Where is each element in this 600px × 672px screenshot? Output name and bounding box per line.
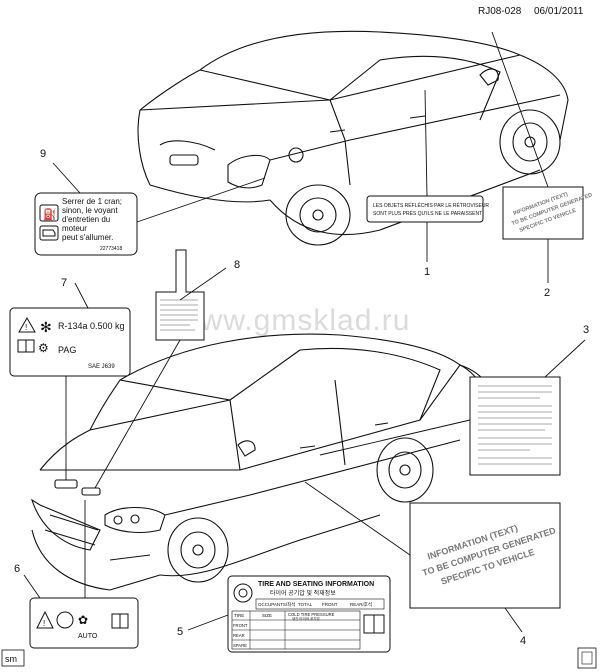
label-5-row-front: FRONT: [233, 623, 248, 628]
label-9-line-4: moteur: [62, 224, 87, 233]
warning-triangle-icon: [36, 610, 54, 629]
label-9-line-2: sinon, le voyant: [62, 206, 118, 215]
car-icon: ⚙: [38, 341, 49, 355]
label-5-title: TIRE AND SEATING INFORMATION: [258, 581, 374, 588]
callout-7: 7: [61, 277, 67, 289]
leader-lines: [23, 31, 586, 633]
label-7-std: SAE J639: [88, 364, 115, 370]
engine-icon: [56, 611, 74, 629]
label-9-line-3: d'entretien du: [62, 215, 110, 224]
label-9-part-number: 22773418: [100, 246, 122, 252]
label-5-cold: COLD TIRE PRESSURE: [288, 612, 335, 617]
label-5-front: FRONT: [322, 602, 338, 607]
watermark: www.gmsklad.ru: [177, 304, 410, 337]
callout-8: 8: [234, 259, 240, 271]
ref-date: 06/01/2011: [534, 6, 584, 17]
label-5-subtitle: 타이어 공기압 및 적재정보: [270, 589, 336, 597]
warning-triangle-icon: [18, 316, 36, 333]
rear-car-illustration: [137, 30, 569, 246]
callout-2: 2: [544, 287, 550, 299]
callout-3: 3: [583, 324, 589, 336]
callout-9: 9: [40, 148, 46, 160]
fan-icon: ✿: [78, 613, 88, 627]
callout-5: 5: [177, 626, 183, 638]
label-6-hvac: ! ✿ AUTO: [29, 597, 139, 649]
svg-text:!: !: [25, 323, 27, 332]
label-1-line-1: LES OBJETS RÉFLÉCHIS PAR LE RÉTROVISEUR: [373, 202, 489, 209]
ref-code: RJ08-028: [478, 6, 522, 17]
label-7-refrigerant: R-134a: [58, 321, 88, 331]
engine-icon: [39, 225, 59, 241]
engine-icon: [42, 229, 56, 237]
label-7-amount: 0.500 kg: [90, 321, 125, 331]
footer-tag-box: [1, 649, 25, 667]
fuel-cap-icon: ⛽: [43, 208, 57, 221]
callout-4: 4: [520, 635, 526, 647]
fuel-cap-icon: [39, 204, 59, 222]
callout-1: 1: [424, 266, 430, 278]
label-1-line-2: SONT PLUS PRÈS QU'ILS NE LE PARAISSENT: [373, 210, 482, 217]
book-icon: [577, 647, 597, 669]
label-8-hang-tag: [155, 249, 205, 341]
label-7-oil: PAG: [58, 345, 76, 355]
label-9-line-5: peut s'allumer.: [62, 233, 113, 242]
label-5-cold-kr: 냉간 타이어 공기압: [292, 616, 320, 621]
label-4-info: INFORMATION (TEXT) TO BE COMPUTER GENERA…: [409, 502, 561, 609]
label-6-auto: AUTO: [78, 633, 98, 640]
label-3-vehicle-info: [469, 376, 561, 476]
label-9-line-1: Serrer de 1 cran;: [62, 197, 122, 206]
label-5-size: SIZE: [262, 613, 272, 618]
label-5-total: TOTAL: [298, 602, 313, 607]
label-2-info: INFORMATION (TEXT) TO BE COMPUTER GENERA…: [502, 186, 593, 240]
label-9-fuel-cap: ⛽ Serrer de 1 cran; sinon, le voyant d'e…: [34, 192, 138, 256]
callout-6: 6: [14, 563, 20, 575]
label-5-occupants: OCCUPANTS/좌석: [258, 601, 295, 608]
label-7-refrigerant: ! ✻ R-134a 0.500 kg ⚙ PAG SAE J639: [9, 307, 131, 377]
footer-tag: sm: [5, 654, 17, 664]
label-1-mirror: LES OBJETS RÉFLÉCHIS PAR LE RÉTROVISEUR …: [366, 195, 489, 223]
label-5-tire: TIRE: [234, 613, 244, 618]
label-5-row-spare: SPARE: [233, 643, 247, 648]
tag-icon: [155, 249, 205, 341]
snowflake-icon: ✻: [40, 319, 52, 335]
svg-text:!: !: [43, 619, 45, 628]
label-5-row-rear: REAR: [233, 633, 245, 638]
label-5-tire-seating: TIRE AND SEATING INFORMATION 타이어 공기압 및 적…: [227, 575, 391, 653]
label-5-rear: REAR/후석: [350, 601, 372, 608]
